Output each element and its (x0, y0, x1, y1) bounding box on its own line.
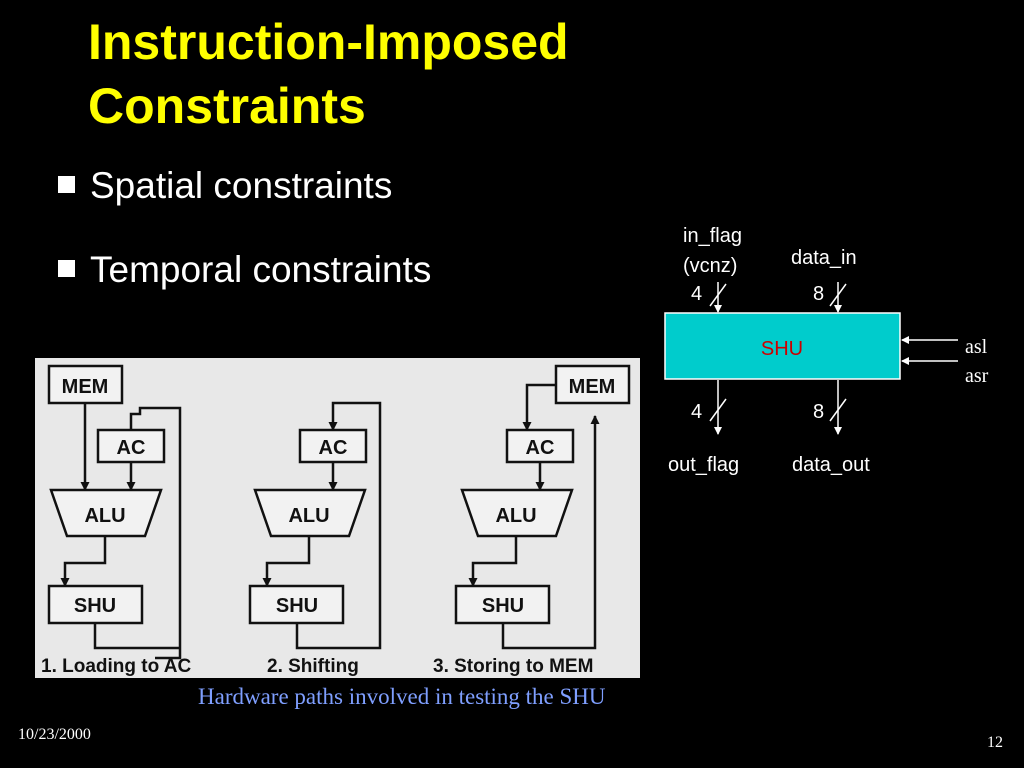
shu-block-diagram: in_flag (vcnz) data_in 4 8 SHU asl asr 4… (664, 225, 989, 476)
alu-to-shu-path (262, 536, 311, 587)
shu-label: SHU (276, 595, 318, 617)
bullet-square-icon (58, 260, 75, 277)
asr-label: asr (965, 365, 989, 387)
data-out-bus-tick (829, 398, 847, 422)
ac-label: AC (117, 437, 146, 459)
figure-caption: Hardware paths involved in testing the S… (198, 684, 606, 709)
stage-2-shifting: AC ALU SHU 2. Shifting (248, 401, 382, 677)
bullet-text: Spatial constraints (90, 165, 393, 206)
alu-shape (49, 488, 163, 538)
footer-date: 10/23/2000 (18, 726, 91, 743)
alu-shape (253, 488, 367, 538)
shu-block-label: SHU (761, 338, 803, 360)
data-in-label: data_in (791, 247, 857, 269)
alu-to-shu-path (60, 536, 107, 587)
mem-label: MEM (62, 376, 109, 398)
page-number: 12 (987, 734, 1003, 751)
out-flag-label: out_flag (668, 454, 739, 476)
mem-label: MEM (569, 376, 616, 398)
shu-loop-path (93, 623, 180, 650)
shu-to-mem-path (501, 415, 600, 650)
shu-block (664, 312, 901, 380)
bullet-item-spatial: Spatial constraints (58, 164, 392, 208)
hardware-paths-svg: MEM AC ALU SHU 1. Loading to AC AC ALU S… (41, 364, 631, 677)
shu-box (47, 584, 144, 625)
ac-feedback-path (129, 406, 182, 660)
stage-1-caption: 1. Loading to AC (41, 656, 192, 677)
data-out-label: data_out (792, 454, 870, 476)
stage-2-caption: 2. Shifting (267, 656, 359, 677)
data-in-width: 8 (813, 283, 824, 305)
bullet-item-temporal: Temporal constraints (58, 248, 431, 292)
in-flag-bus-tick (709, 283, 727, 307)
shu-feedback-path (295, 401, 382, 650)
shu-label: SHU (74, 595, 116, 617)
hardware-paths-figure: MEM AC ALU SHU 1. Loading to AC AC ALU S… (35, 358, 640, 678)
slide-title-line-1: Instruction-Imposed (88, 14, 569, 70)
shu-box (454, 584, 551, 625)
bullet-square-icon (58, 176, 75, 193)
slide-title: Instruction-Imposed Constraints (88, 10, 708, 138)
shu-box (248, 584, 345, 625)
stage-3-caption: 3. Storing to MEM (433, 656, 593, 677)
in-flag-width: 4 (691, 283, 702, 305)
in-flag-label: in_flag (683, 225, 742, 247)
stage-1-loading: MEM AC ALU SHU 1. Loading to AC (41, 364, 192, 677)
data-out-width: 8 (813, 401, 824, 423)
bullet-text: Temporal constraints (90, 249, 432, 290)
data-in-bus-tick (829, 283, 847, 307)
mem-box (47, 364, 124, 405)
alu-label: ALU (84, 505, 125, 527)
out-flag-width: 4 (691, 401, 702, 423)
alu-label: ALU (495, 505, 536, 527)
stage-3-storing: MEM AC ALU SHU 3. Storing to MEM (433, 364, 631, 677)
shu-label: SHU (482, 595, 524, 617)
ac-label: AC (526, 437, 555, 459)
asl-label: asl (965, 336, 988, 358)
alu-label: ALU (288, 505, 329, 527)
out-flag-bus-tick (709, 398, 727, 422)
slide-title-line-2: Constraints (88, 78, 366, 134)
mem-to-ac-path (522, 383, 556, 431)
ac-label: AC (319, 437, 348, 459)
alu-shape (460, 488, 574, 538)
alu-to-shu-path (468, 536, 518, 587)
ac-box (505, 428, 575, 464)
in-flag-sublabel: (vcnz) (683, 255, 737, 277)
